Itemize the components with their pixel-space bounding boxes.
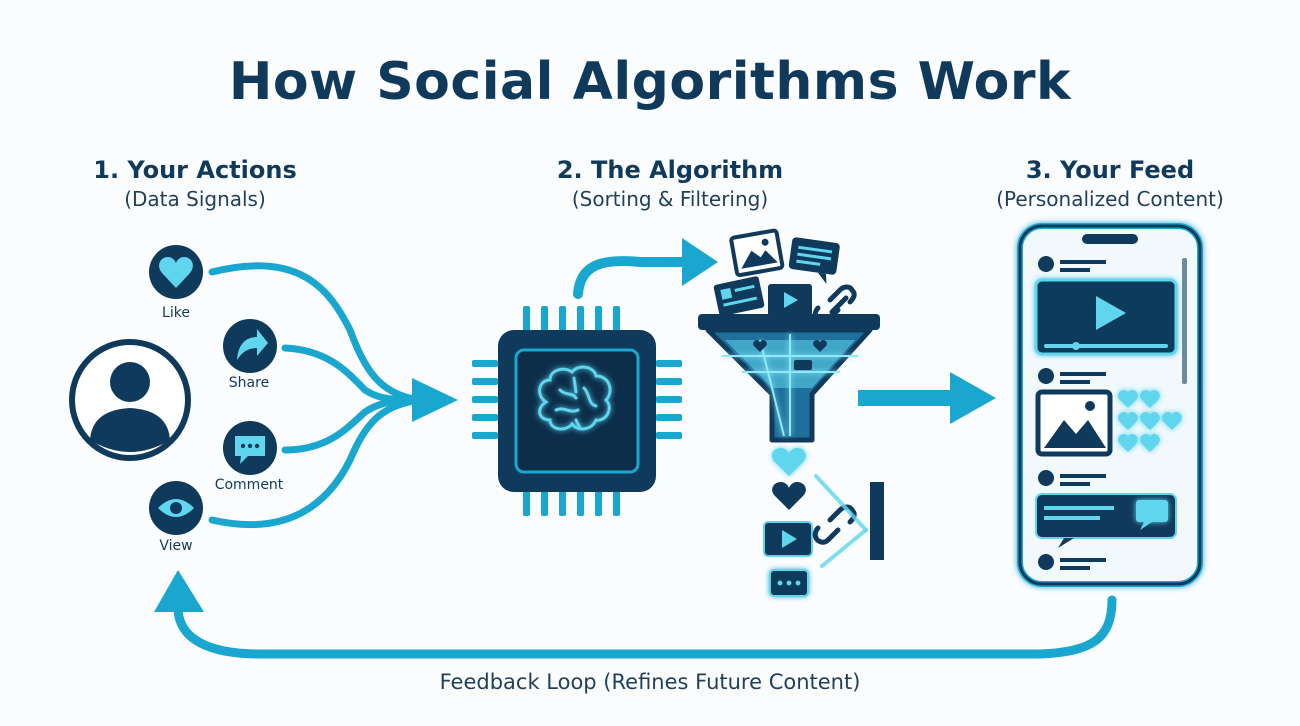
chat-bubble-icon bbox=[235, 436, 265, 464]
stage-your-actions: 1. Your Actions (Data Signals) bbox=[40, 155, 350, 213]
stage-heading: 1. Your Actions bbox=[93, 156, 297, 184]
hearts-cluster-icon bbox=[1118, 390, 1182, 452]
user-avatar-icon bbox=[69, 339, 191, 461]
signal-flow-lines bbox=[208, 262, 424, 529]
comment-signal[interactable] bbox=[223, 421, 277, 475]
filter-funnel-icon bbox=[698, 314, 880, 443]
stage-subheading: (Sorting & Filtering) bbox=[571, 187, 769, 211]
phone-feed-icon bbox=[1017, 223, 1203, 587]
page-title: How Social Algorithms Work bbox=[228, 52, 1072, 112]
like-signal[interactable] bbox=[149, 245, 203, 299]
arrow-to-funnel bbox=[573, 256, 695, 299]
view-signal[interactable] bbox=[149, 481, 203, 535]
content-items-icon bbox=[713, 228, 857, 325]
processor-chip-icon bbox=[472, 306, 682, 516]
stage-subheading: (Data Signals) bbox=[124, 187, 266, 211]
like-label: Like bbox=[162, 305, 190, 321]
share-arrow-icon bbox=[237, 329, 268, 360]
feedback-loop-label: Feedback Loop (Refines Future Content) bbox=[439, 670, 861, 694]
share-label: Share bbox=[228, 375, 270, 391]
stage-the-algorithm: 2. The Algorithm (Sorting & Filtering) bbox=[500, 155, 840, 213]
stage-subheading: (Personalized Content) bbox=[996, 187, 1224, 211]
brain-icon bbox=[538, 365, 612, 431]
stage-your-feed: 3. Your Feed (Personalized Content) bbox=[960, 155, 1260, 213]
arrow-to-feed bbox=[858, 372, 996, 424]
share-signal[interactable] bbox=[223, 319, 277, 373]
heart-icon bbox=[159, 257, 193, 288]
stage-heading: 3. Your Feed bbox=[1025, 156, 1195, 184]
feedback-loop-arrow bbox=[154, 570, 1117, 659]
stage-heading: 2. The Algorithm bbox=[556, 156, 784, 184]
comment-label: Comment bbox=[214, 477, 284, 493]
filtered-items bbox=[763, 448, 884, 597]
view-label: View bbox=[159, 538, 193, 554]
arrow-head-into-algorithm bbox=[412, 378, 458, 422]
